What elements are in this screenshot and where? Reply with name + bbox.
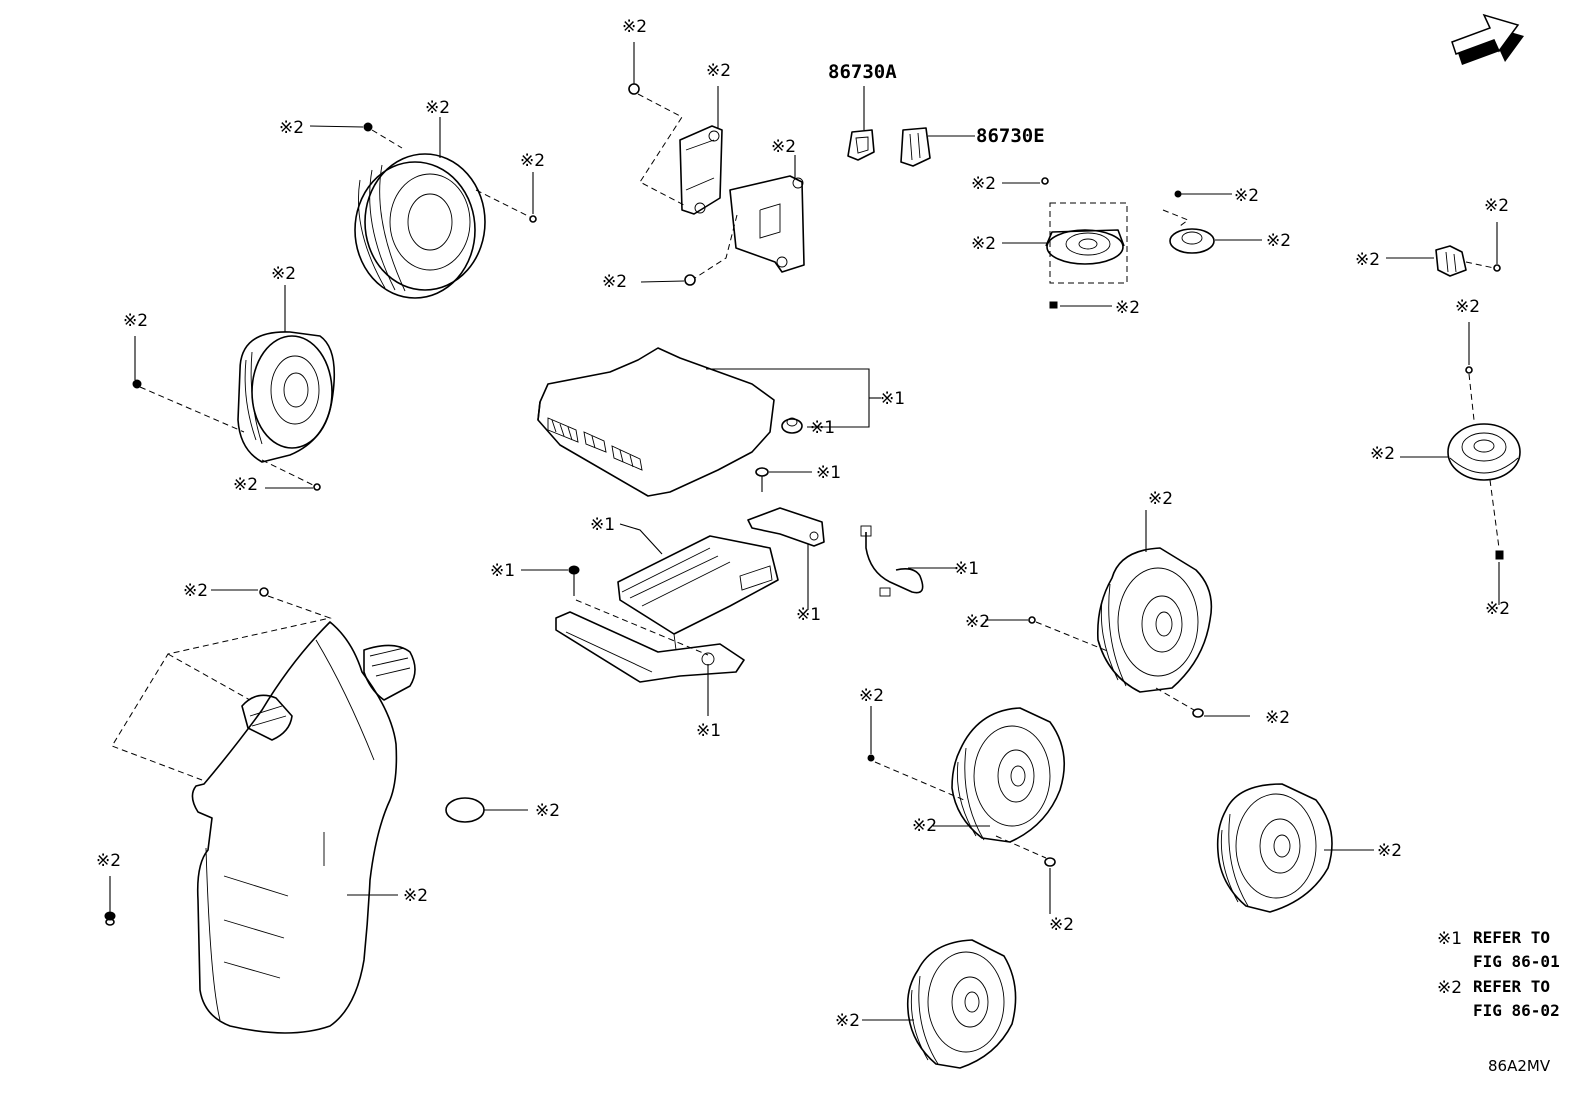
screw-icon: [1028, 616, 1036, 624]
screw-icon: [1465, 366, 1473, 374]
hole-plug-icon: [445, 797, 485, 823]
speaker-pillar-tweeter: [1447, 423, 1521, 481]
speaker-front-door-woofer: [1096, 547, 1213, 693]
ref1-label: ※1: [796, 605, 821, 625]
ref1-label: ※1: [590, 515, 615, 535]
amp-mounting-bracket: [747, 507, 825, 547]
ref2-label: ※2: [96, 851, 121, 871]
part-number-86730a: 86730A: [828, 61, 897, 83]
speaker-rear-woofer: [354, 153, 486, 299]
ref2-label: ※2: [622, 17, 647, 37]
ref2-label: ※2: [403, 886, 428, 906]
ref2-label: ※2: [1234, 186, 1259, 206]
ref2-label: ※2: [771, 137, 796, 157]
amplifier-unit: [617, 535, 779, 651]
ref1-label: ※1: [816, 463, 841, 483]
speaker-center-tweeter: [1169, 228, 1215, 254]
ref1-label: ※1: [954, 559, 979, 579]
screw-icon: [363, 122, 373, 132]
speaker-connector-module: [1435, 245, 1467, 277]
ref2-label: ※2: [859, 686, 884, 706]
screw-icon: [529, 215, 537, 223]
clip-86730a: [847, 129, 875, 161]
bolt-icon: [104, 876, 116, 926]
ref2-label: ※2: [1115, 298, 1140, 318]
speaker-front-door-lower-woofer: [906, 939, 1017, 1069]
amp-base-plate: [555, 611, 745, 683]
clip-icon: [1495, 550, 1504, 560]
ref2-label: ※2: [706, 61, 731, 81]
ref2-label: ※2: [1355, 250, 1380, 270]
ref2-label: ※2: [183, 581, 208, 601]
note-line: REFER TO: [1473, 977, 1550, 996]
speaker-rear-side-woofer: [1216, 783, 1333, 913]
fwd-arrow-icon: FWD: [1451, 13, 1524, 65]
ref2-label: ※2: [123, 311, 148, 331]
ref2-label: ※2: [1485, 599, 1510, 619]
bolt-icon: [684, 274, 696, 286]
note-mark: ※2: [1437, 978, 1462, 998]
ref2-label: ※2: [965, 612, 990, 632]
ref2-label: ※2: [271, 264, 296, 284]
grommet-icon: [781, 417, 803, 434]
ref2-label: ※2: [1484, 196, 1509, 216]
clip-86730e: [900, 127, 931, 167]
amplifier-cover: [537, 347, 775, 497]
speaker-rear-door-woofer: [951, 707, 1066, 843]
ref2-label: ※2: [1455, 297, 1480, 317]
ref2-label: ※2: [1148, 489, 1173, 509]
nut-icon: [628, 83, 640, 95]
screw-icon: [1192, 708, 1204, 718]
ref2-label: ※2: [279, 118, 304, 138]
ref2-label: ※2: [1266, 231, 1291, 251]
ref1-label: ※1: [696, 721, 721, 741]
ref2-label: ※2: [1377, 841, 1402, 861]
ref2-label: ※2: [1370, 444, 1395, 464]
note-mark: ※1: [1437, 929, 1462, 949]
clip-icon: [1049, 301, 1058, 309]
screw-icon: [867, 754, 875, 762]
screw-icon: [313, 483, 321, 491]
ref2-label: ※2: [233, 475, 258, 495]
bolt-icon: [568, 565, 580, 596]
screw-icon: [1493, 264, 1501, 272]
ref2-label: ※2: [425, 98, 450, 118]
screw-icon: [132, 379, 142, 389]
speaker-wire-harness: [860, 525, 924, 597]
ref2-label: ※2: [1265, 708, 1290, 728]
screw-icon: [1174, 190, 1182, 198]
speaker-door-tweeter-housing: [237, 331, 336, 463]
screw-icon: [1041, 177, 1049, 185]
ref2-label: ※2: [602, 272, 627, 292]
speaker-dash-tweeter: [1045, 229, 1125, 265]
ref2-label: ※2: [912, 816, 937, 836]
ref2-label: ※2: [535, 801, 560, 821]
diagram-code: 86A2MV: [1488, 1057, 1551, 1075]
note-line: FIG 86-02: [1473, 1001, 1560, 1020]
ref2-label: ※2: [1049, 915, 1074, 935]
note-line: FIG 86-01: [1473, 952, 1560, 971]
bolt-icon: [755, 467, 769, 492]
ref2-label: ※2: [971, 174, 996, 194]
ref2-label: ※2: [971, 234, 996, 254]
part-number-86730e: 86730E: [976, 125, 1045, 147]
ref1-label: ※1: [880, 389, 905, 409]
bracket-assembly: [679, 125, 805, 273]
ref2-label: ※2: [835, 1011, 860, 1031]
ref2-label: ※2: [520, 151, 545, 171]
subwoofer-enclosure: [191, 621, 416, 1034]
reference-notes: ※1 REFER TO FIG 86-01 ※2 REFER TO FIG 86…: [1437, 928, 1560, 1020]
ref1-label: ※1: [490, 561, 515, 581]
note-line: REFER TO: [1473, 928, 1550, 947]
screw-icon: [259, 587, 269, 597]
screw-icon: [1044, 857, 1056, 867]
ref1-label: ※1: [810, 418, 835, 438]
